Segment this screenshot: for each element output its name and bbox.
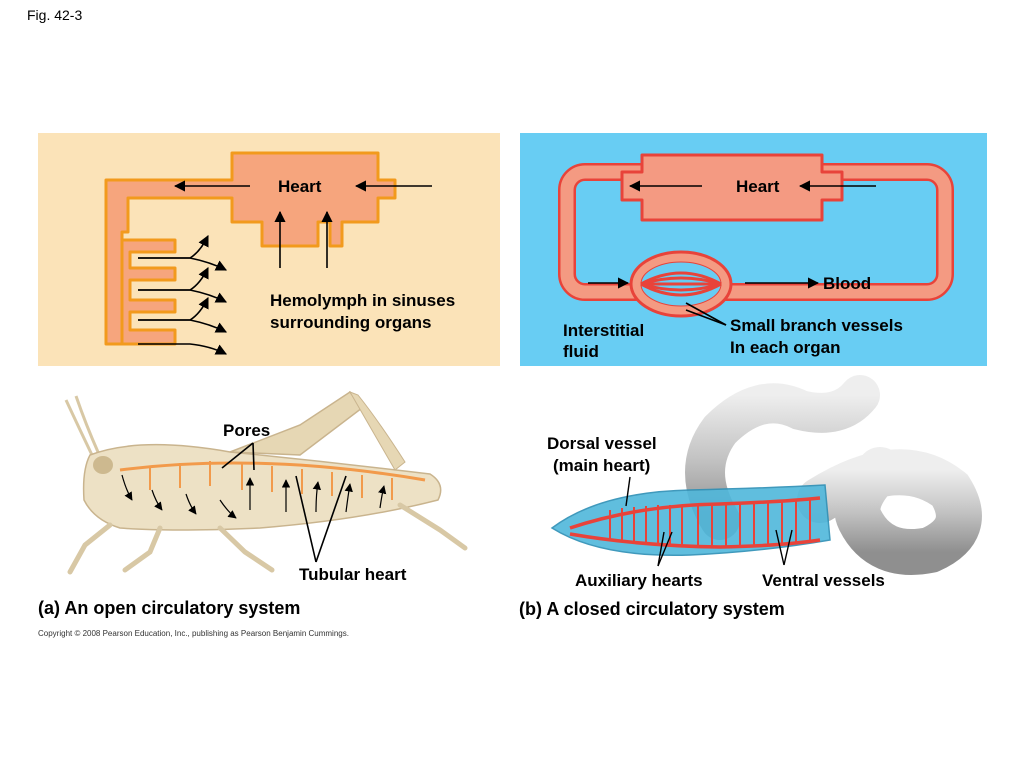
hemolymph-label-line2: surrounding organs: [270, 313, 432, 332]
hemolymph-label-line1: Hemolymph in sinuses: [270, 291, 456, 310]
ventral-vessels-label: Ventral vessels: [762, 571, 885, 590]
open-system-flow-arrows: [138, 180, 432, 355]
auxiliary-hearts-label: Auxiliary hearts: [575, 571, 703, 590]
branch-vessels-label-line1: Small branch vessels: [730, 316, 903, 335]
grasshopper-illustration: [64, 390, 468, 575]
interstitial-label-line1: Interstitial: [563, 321, 645, 340]
earthworm-illustration: [550, 375, 982, 575]
dorsal-vessel-label-line1: Dorsal vessel: [547, 434, 657, 453]
branch-vessels-label-line2: In each organ: [730, 338, 841, 357]
interstitial-label-line2: fluid: [563, 342, 599, 361]
open-system-vessels: [104, 151, 397, 346]
closed-system-flow-arrows: [588, 180, 876, 326]
figure-label: Fig. 42-3: [27, 7, 83, 23]
copyright-notice: Copyright © 2008 Pearson Education, Inc.…: [38, 629, 349, 638]
closed-heart-label: Heart: [736, 177, 780, 196]
caption-open-system: (a) An open circulatory system: [38, 598, 301, 618]
tubular-heart-label: Tubular heart: [299, 565, 407, 584]
dorsal-vessel-label-line2: (main heart): [553, 456, 651, 475]
pores-label: Pores: [223, 421, 271, 440]
open-heart-label: Heart: [278, 177, 322, 196]
caption-closed-system: (b) A closed circulatory system: [519, 599, 785, 619]
blood-label: Blood: [823, 274, 872, 293]
closed-system-vessels: [558, 153, 954, 318]
